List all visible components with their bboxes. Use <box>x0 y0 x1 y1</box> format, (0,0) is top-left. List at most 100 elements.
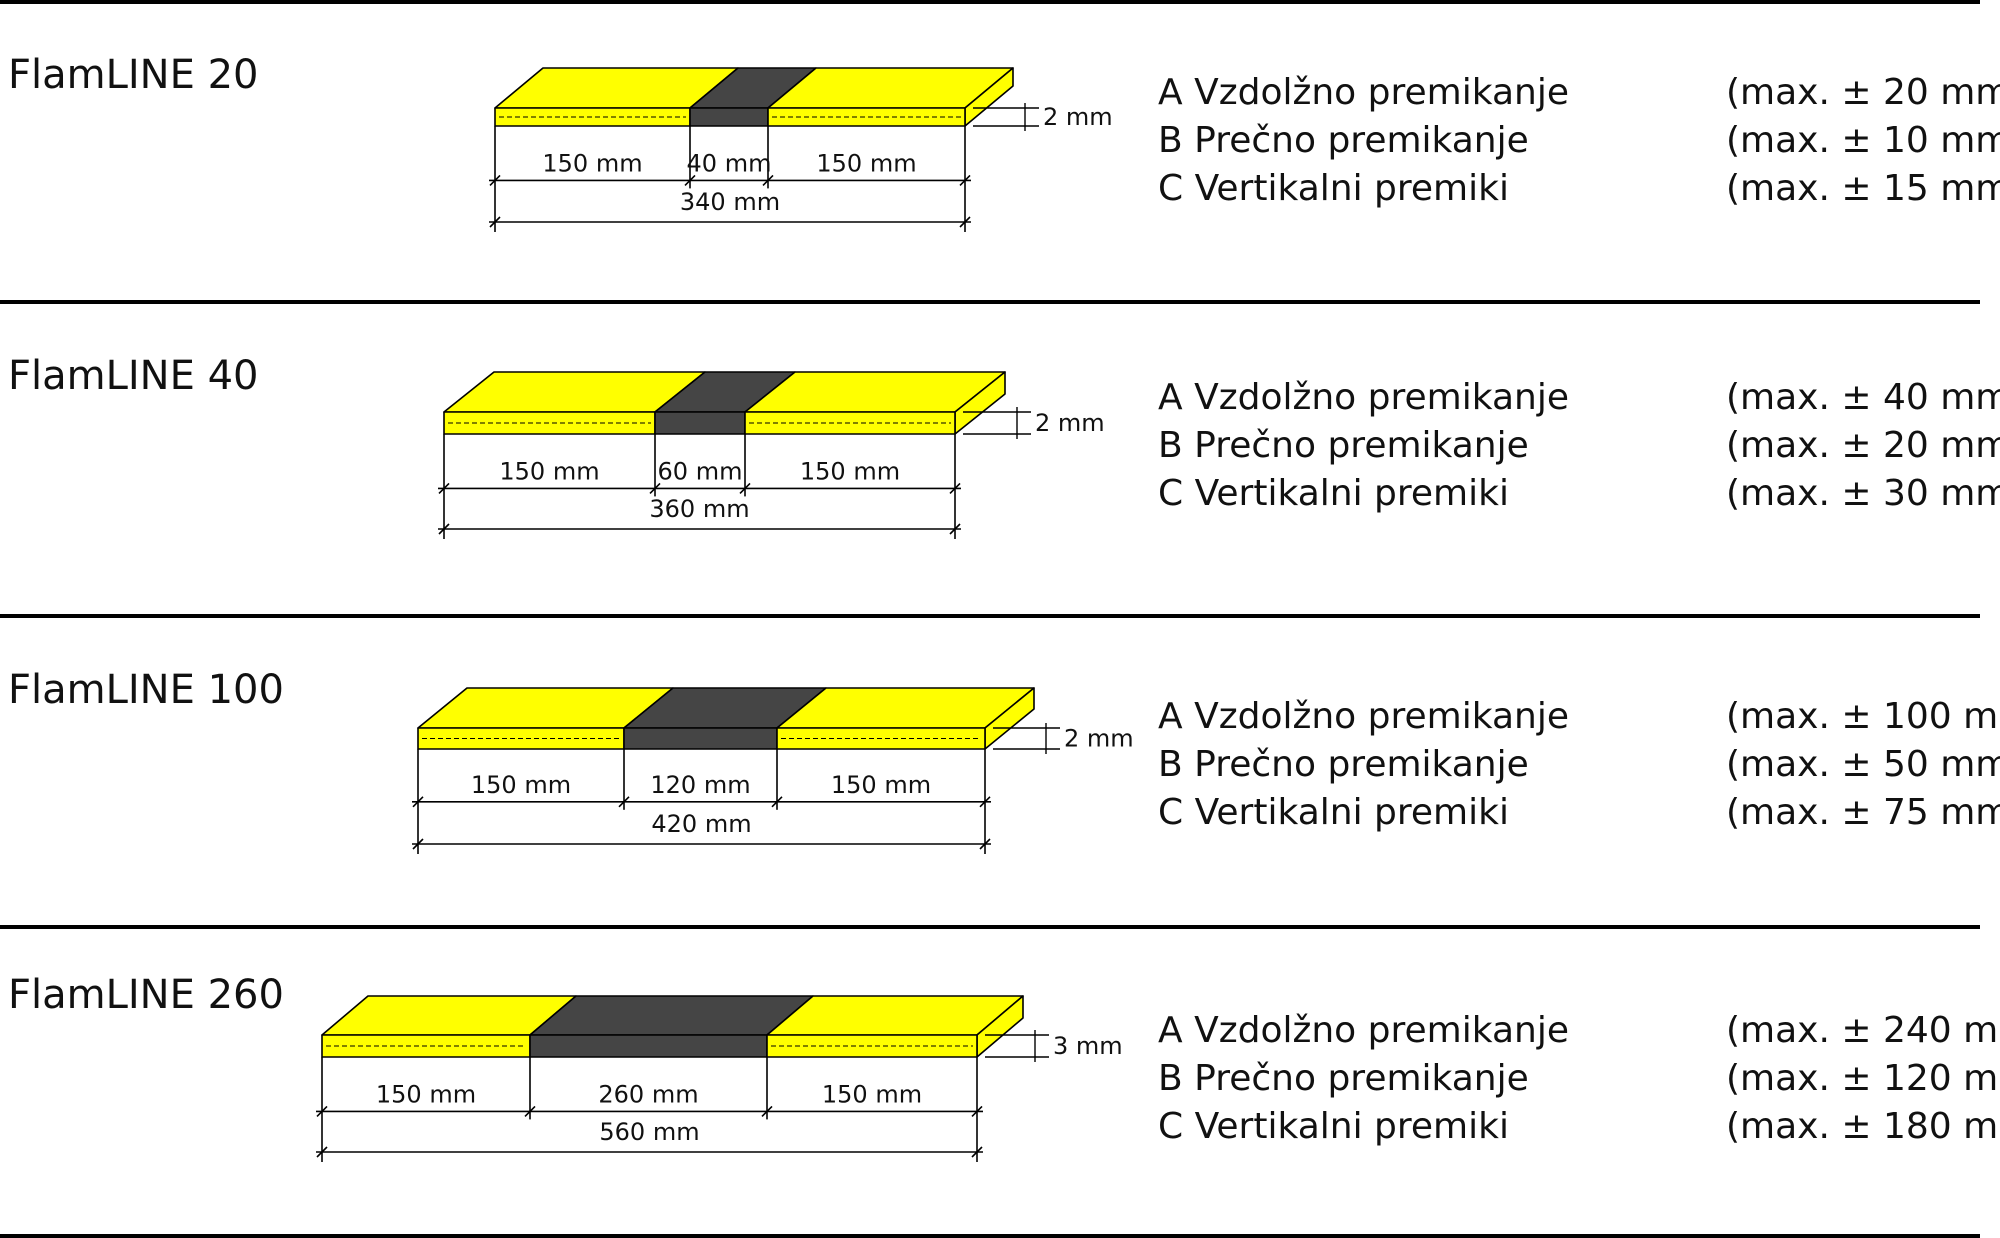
spec-row: C Vertikalni premiki (max. ± 180 mm) <box>1158 1106 2000 1154</box>
dimension-tick <box>979 838 991 850</box>
strip-front-joint <box>529 1034 768 1058</box>
dimension-tick <box>412 796 424 808</box>
dimension-tick <box>959 216 971 228</box>
spec-value: (max. ± 100 mm) <box>1726 696 2000 737</box>
spec-value: (max. ± 240 mm) <box>1726 1010 2000 1051</box>
spec-row: B Prečno premikanje (max. ± 50 mm) <box>1158 744 2000 792</box>
spec-row: A Vzdolžno premikanje (max. ± 100 mm) <box>1158 696 2000 744</box>
left-width-label: 150 mm <box>376 1080 476 1108</box>
dimension-tick <box>438 523 450 535</box>
thickness-label: 3 mm <box>1053 1032 1123 1060</box>
section-divider-top <box>0 0 1980 4</box>
right-width-label: 150 mm <box>816 149 916 177</box>
dimension-tick <box>316 1146 328 1158</box>
left-width-label: 150 mm <box>499 457 599 485</box>
spec-label: C Vertikalni premiki <box>1158 792 1509 833</box>
dimension-tick <box>949 523 961 535</box>
dimension-tick <box>971 1105 983 1117</box>
spec-value: (max. ± 120 mm) <box>1726 1058 2000 1099</box>
joint-strip-diagram: 150 mm 40 mm 150 mm 340 mm 2 mm <box>489 67 1113 232</box>
spec-value: (max. ± 15 mm) <box>1726 168 2000 209</box>
spec-value: (max. ± 20 mm) <box>1726 425 2000 466</box>
product-title: FlamLINE 40 <box>8 353 259 399</box>
total-width-label: 360 mm <box>649 495 749 523</box>
total-width-label: 340 mm <box>680 188 780 216</box>
section-divider <box>0 614 1980 618</box>
spec-row: B Prečno premikanje (max. ± 10 mm) <box>1158 120 2000 168</box>
product-title: FlamLINE 20 <box>8 52 259 98</box>
spec-label: C Vertikalni premiki <box>1158 473 1509 514</box>
spec-label: B Prečno premikanje <box>1158 1058 1529 1099</box>
left-width-label: 150 mm <box>542 149 642 177</box>
spec-label: C Vertikalni premiki <box>1158 168 1509 209</box>
strip-front-joint <box>654 411 746 435</box>
dimension-tick <box>761 1105 773 1117</box>
middle-width-label: 260 mm <box>598 1080 698 1108</box>
section-divider <box>0 925 1980 929</box>
spec-row: B Prečno premikanje (max. ± 20 mm) <box>1158 425 2000 473</box>
dimension-tick <box>684 174 696 186</box>
dimension-tick <box>412 838 424 850</box>
dimension-tick <box>979 796 991 808</box>
product-title: FlamLINE 100 <box>8 667 284 713</box>
dimension-tick <box>771 796 783 808</box>
section-divider <box>0 300 1980 304</box>
joint-strip-diagram: 150 mm 260 mm 150 mm 560 mm 3 mm <box>316 995 1123 1162</box>
total-width-label: 560 mm <box>599 1118 699 1146</box>
spec-value: (max. ± 75 mm) <box>1726 792 2000 833</box>
movement-specs: A Vzdolžno premikanje (max. ± 100 mm) B … <box>1158 696 2000 840</box>
spec-value: (max. ± 40 mm) <box>1726 377 2000 418</box>
dimension-tick <box>618 796 630 808</box>
spec-value: (max. ± 10 mm) <box>1726 120 2000 161</box>
thickness-label: 2 mm <box>1064 725 1134 753</box>
spec-row: C Vertikalni premiki (max. ± 15 mm) <box>1158 168 2000 216</box>
dimension-tick <box>438 482 450 494</box>
spec-label: B Prečno premikanje <box>1158 744 1529 785</box>
spec-label: A Vzdolžno premikanje <box>1158 696 1569 737</box>
spec-label: A Vzdolžno premikanje <box>1158 377 1569 418</box>
middle-width-label: 60 mm <box>658 457 743 485</box>
spec-value: (max. ± 30 mm) <box>1726 473 2000 514</box>
movement-specs: A Vzdolžno premikanje (max. ± 40 mm) B P… <box>1158 377 2000 521</box>
dimension-tick <box>959 174 971 186</box>
dimension-tick <box>762 174 774 186</box>
spec-label: B Prečno premikanje <box>1158 425 1529 466</box>
spec-value: (max. ± 20 mm) <box>1726 72 2000 113</box>
section-divider-bottom <box>0 1234 1980 1238</box>
spec-row: A Vzdolžno premikanje (max. ± 240 mm) <box>1158 1010 2000 1058</box>
dimension-tick <box>949 482 961 494</box>
thickness-label: 2 mm <box>1043 103 1113 131</box>
right-width-label: 150 mm <box>822 1080 922 1108</box>
strip-top-joint <box>529 995 814 1036</box>
spec-label: A Vzdolžno premikanje <box>1158 72 1569 113</box>
spec-row: B Prečno premikanje (max. ± 120 mm) <box>1158 1058 2000 1106</box>
dimension-tick <box>489 174 501 186</box>
dimension-tick <box>971 1146 983 1158</box>
strip-front-joint <box>623 727 778 750</box>
right-width-label: 150 mm <box>800 457 900 485</box>
spec-row: C Vertikalni premiki (max. ± 75 mm) <box>1158 792 2000 840</box>
joint-strip-diagram: 150 mm 120 mm 150 mm 420 mm 2 mm <box>412 687 1134 854</box>
spec-value: (max. ± 50 mm) <box>1726 744 2000 785</box>
total-width-label: 420 mm <box>651 810 751 838</box>
dimension-tick <box>739 482 751 494</box>
spec-row: A Vzdolžno premikanje (max. ± 40 mm) <box>1158 377 2000 425</box>
strip-front-right <box>767 107 966 127</box>
spec-label: A Vzdolžno premikanje <box>1158 1010 1569 1051</box>
spec-label: B Prečno premikanje <box>1158 120 1529 161</box>
dimension-tick <box>489 216 501 228</box>
spec-label: C Vertikalni premiki <box>1158 1106 1509 1147</box>
strip-front-joint <box>689 107 769 127</box>
thickness-label: 2 mm <box>1035 409 1105 437</box>
right-width-label: 150 mm <box>831 771 931 799</box>
dimension-tick <box>524 1105 536 1117</box>
movement-specs: A Vzdolžno premikanje (max. ± 240 mm) B … <box>1158 1010 2000 1154</box>
movement-specs: A Vzdolžno premikanje (max. ± 20 mm) B P… <box>1158 72 2000 216</box>
dimension-tick <box>316 1105 328 1117</box>
spec-row: C Vertikalni premiki (max. ± 30 mm) <box>1158 473 2000 521</box>
spec-row: A Vzdolžno premikanje (max. ± 20 mm) <box>1158 72 2000 120</box>
product-title: FlamLINE 260 <box>8 972 284 1018</box>
joint-strip-diagram: 150 mm 60 mm 150 mm 360 mm 2 mm <box>438 371 1105 539</box>
dimension-tick <box>649 482 661 494</box>
middle-width-label: 120 mm <box>650 771 750 799</box>
